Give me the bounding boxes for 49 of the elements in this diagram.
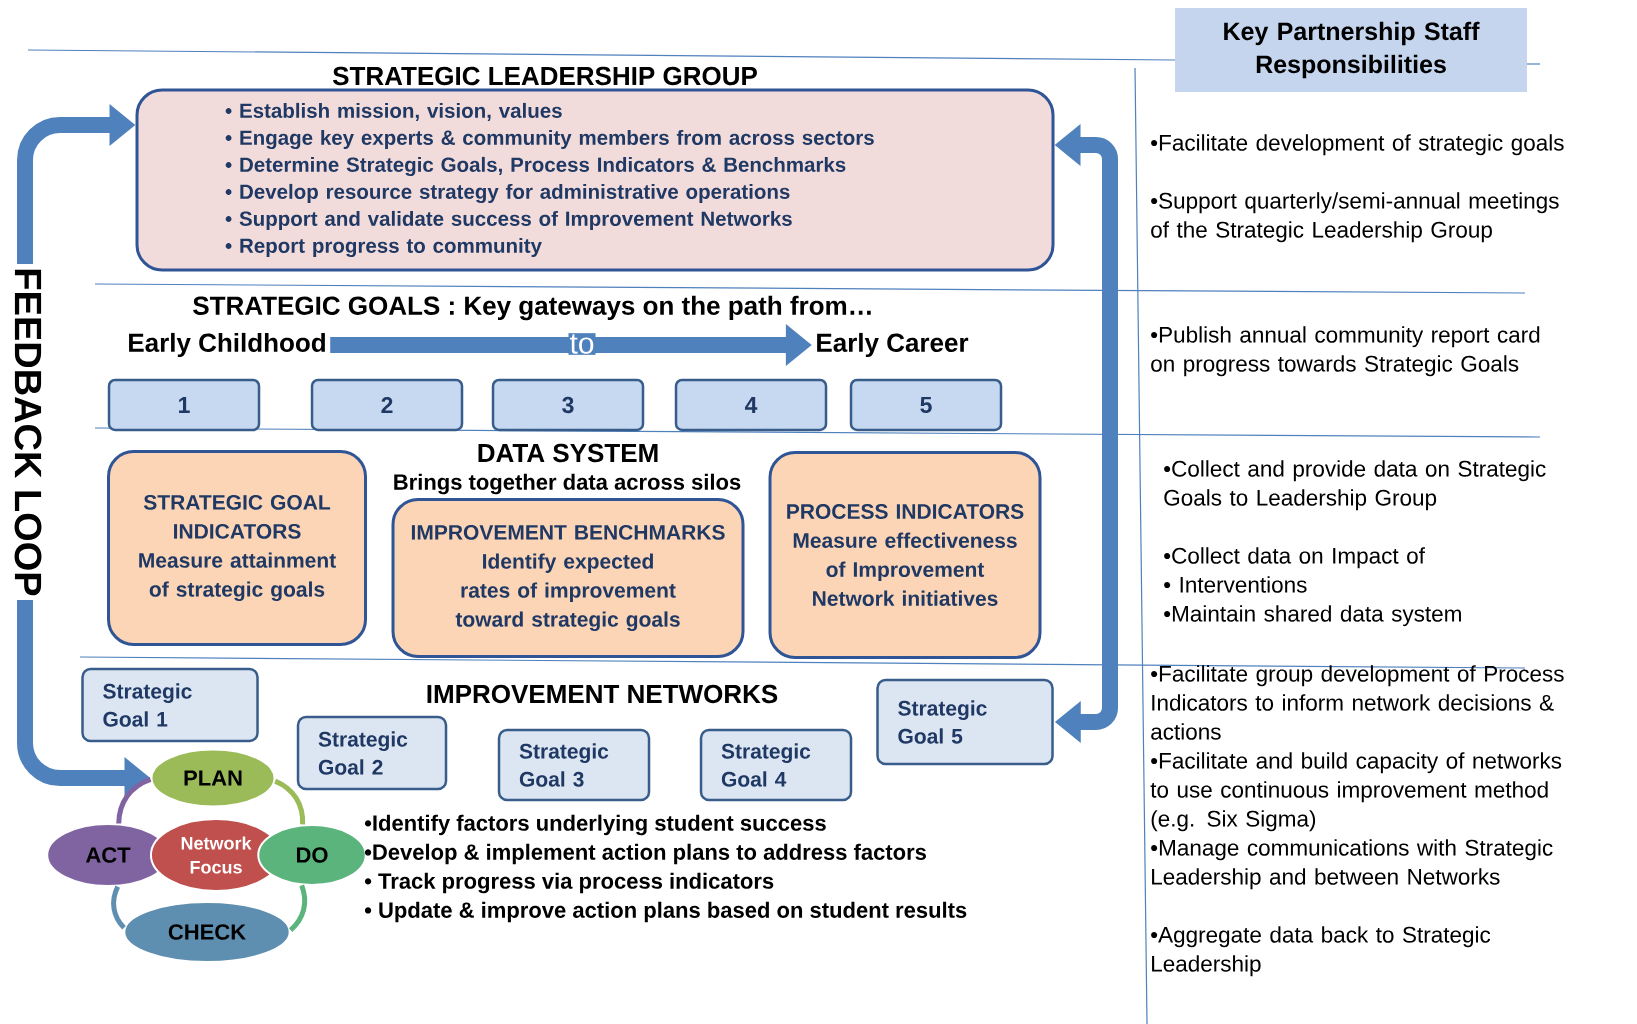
bullet-text: •Develop & implement action plans to address factors: [364, 843, 926, 865]
goal-box: 1: [107, 378, 261, 432]
goal-box: Strategic Goal 3: [497, 728, 651, 802]
heading: STRATEGIC LEADERSHIP GROUP: [332, 66, 757, 86]
bullet-text: •Identify factors underlying student success: [364, 814, 826, 836]
header-box: Key Partnership Staff Responsibilities: [1175, 8, 1527, 92]
subheading: Brings together data across silos: [394, 473, 741, 495]
bullet-text: • Update & improve action plans based on student results: [364, 901, 967, 923]
edge-label: to: [568, 333, 596, 355]
node-label: • Develop resource strategy for administrative operations: [225, 183, 790, 204]
bullet-text: •Support quarterly/semi-annual meetings of the Strategic Leadership Group: [1151, 192, 1559, 243]
bullet-text: •Collect data on Impact of: [1164, 547, 1425, 569]
edge-label: FEEDBACK LOOP: [11, 264, 45, 600]
cycle-arc: [111, 885, 126, 930]
cycle-arc: [288, 884, 308, 932]
rounded-box: PROCESS INDICATORS Measure effectiveness of Improvement Network initiatives: [768, 451, 1042, 659]
goal-box: 5: [849, 378, 1003, 432]
bullet-text: •Aggregate data back to Strategic Leadership: [1151, 926, 1491, 977]
bullet-text: •Maintain shared data system: [1164, 605, 1461, 627]
bullet-text: •Publish annual community report card on progress towards Strategic Goals: [1151, 326, 1540, 377]
heading: STRATEGIC GOALS : Key gateways on the path from…: [193, 295, 871, 321]
bullet-text: • Interventions: [1164, 576, 1307, 593]
cycle-arc: [274, 778, 306, 825]
goal-box: 4: [674, 378, 828, 432]
bullet-text: •Facilitate group development of Process Indicators to inform network decisions & actions: [1151, 665, 1564, 740]
bullet-text: • Track progress via process indicators: [364, 872, 774, 894]
goal-box: 2: [310, 378, 464, 432]
heading: IMPROVEMENT NETWORKS: [427, 684, 778, 704]
node-label: • Report progress to community: [225, 237, 542, 258]
bullet-text: •Facilitate development of strategic goals: [1151, 134, 1564, 156]
goal-box: 3: [491, 378, 645, 432]
bullet-text: •Manage communications with Strategic Leadership and between Networks: [1151, 839, 1553, 890]
goal-box: Strategic Goal 5: [876, 678, 1054, 766]
heading: DATA SYSTEM: [478, 443, 658, 463]
heading: Early Childhood: [129, 332, 325, 358]
heading: Early Career: [817, 332, 969, 358]
goal-box: Strategic Goal 4: [699, 728, 853, 802]
node-label: • Determine Strategic Goals, Process Indicators & Benchmarks: [225, 156, 846, 177]
rounded-box: STRATEGIC GOAL INDICATORS Measure attainment of strategic goals: [107, 450, 367, 646]
rounded-box: • Establish mission, vision, values • Engage key experts & community members from across sectors • Determine Strategic Goals, Process Indicators & Benchmarks • Develop resource strategy for administrative operations • Support and validate success of Improvement Networks • Report progress to community: [135, 88, 1055, 272]
bullet-text: •Collect and provide data on Strategic Goals to Leadership Group: [1164, 460, 1546, 511]
node-label: • Engage key experts & community members from across sectors: [225, 129, 874, 150]
node-label: • Support and validate success of Improvement Networks: [225, 210, 792, 230]
cycle-arc: [116, 777, 152, 824]
goal-box: Strategic Goal 2: [296, 715, 448, 791]
rounded-box: IMPROVEMENT BENCHMARKS Identify expected rates of improvement toward strategic goals: [391, 498, 745, 658]
goal-box: Strategic Goal 1: [81, 667, 259, 743]
bullet-text: •Facilitate and build capacity of networks to use continuous improvement method (e.g. Six Sigma): [1150, 752, 1562, 832]
node-label: • Establish mission, vision, values: [225, 102, 562, 121]
